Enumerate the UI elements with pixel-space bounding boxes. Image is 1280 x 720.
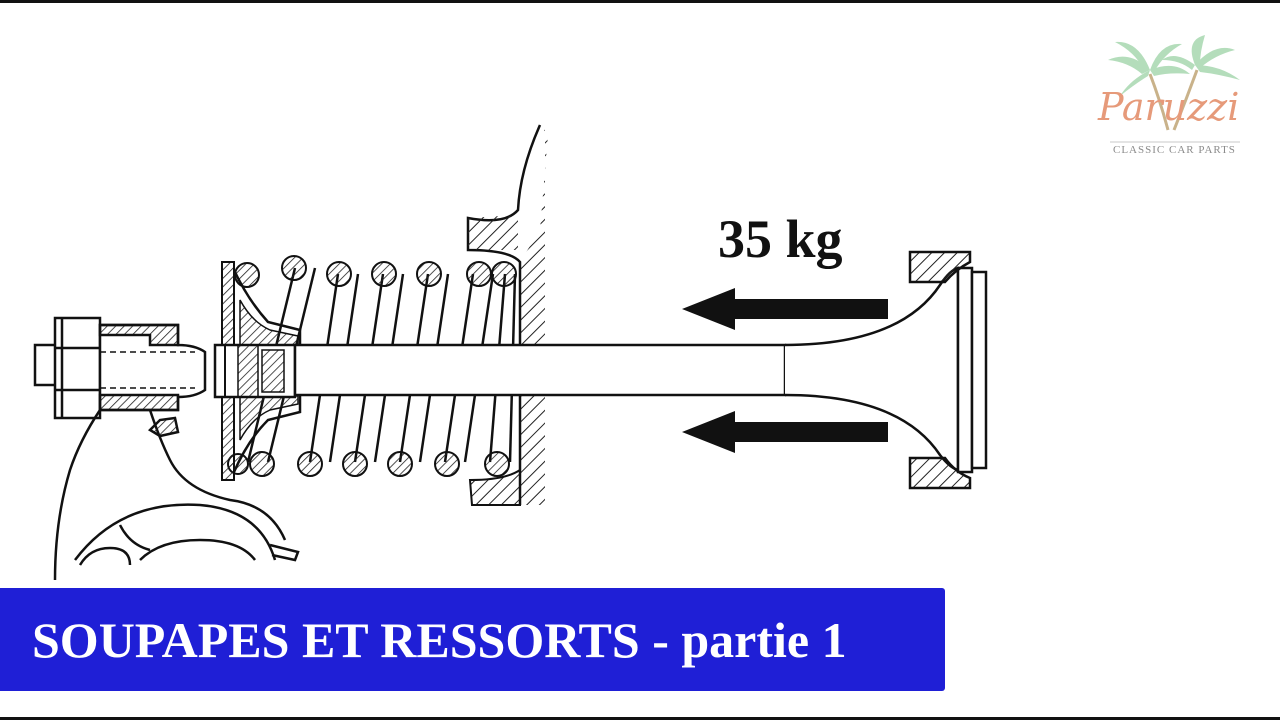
valve-stem — [293, 343, 787, 397]
force-arrows — [682, 288, 888, 453]
cylinder-head-wall — [466, 124, 548, 506]
title-banner: SOUPAPES ET RESSORTS - partie 1 — [0, 588, 945, 691]
video-title: SOUPAPES ET RESSORTS - partie 1 — [32, 611, 847, 668]
valve-seats — [908, 250, 972, 490]
rocker-arm-adjuster — [33, 316, 300, 581]
palm-trees-icon — [1108, 35, 1240, 143]
valve-head — [784, 266, 988, 474]
valve-collets — [213, 343, 297, 399]
logo-tagline: CLASSIC CAR PARTS — [1113, 144, 1236, 156]
force-label: 35 kg — [718, 209, 843, 269]
logo-wordmark: Paruzzi — [1098, 85, 1240, 129]
spring-coil-sections — [227, 255, 517, 477]
